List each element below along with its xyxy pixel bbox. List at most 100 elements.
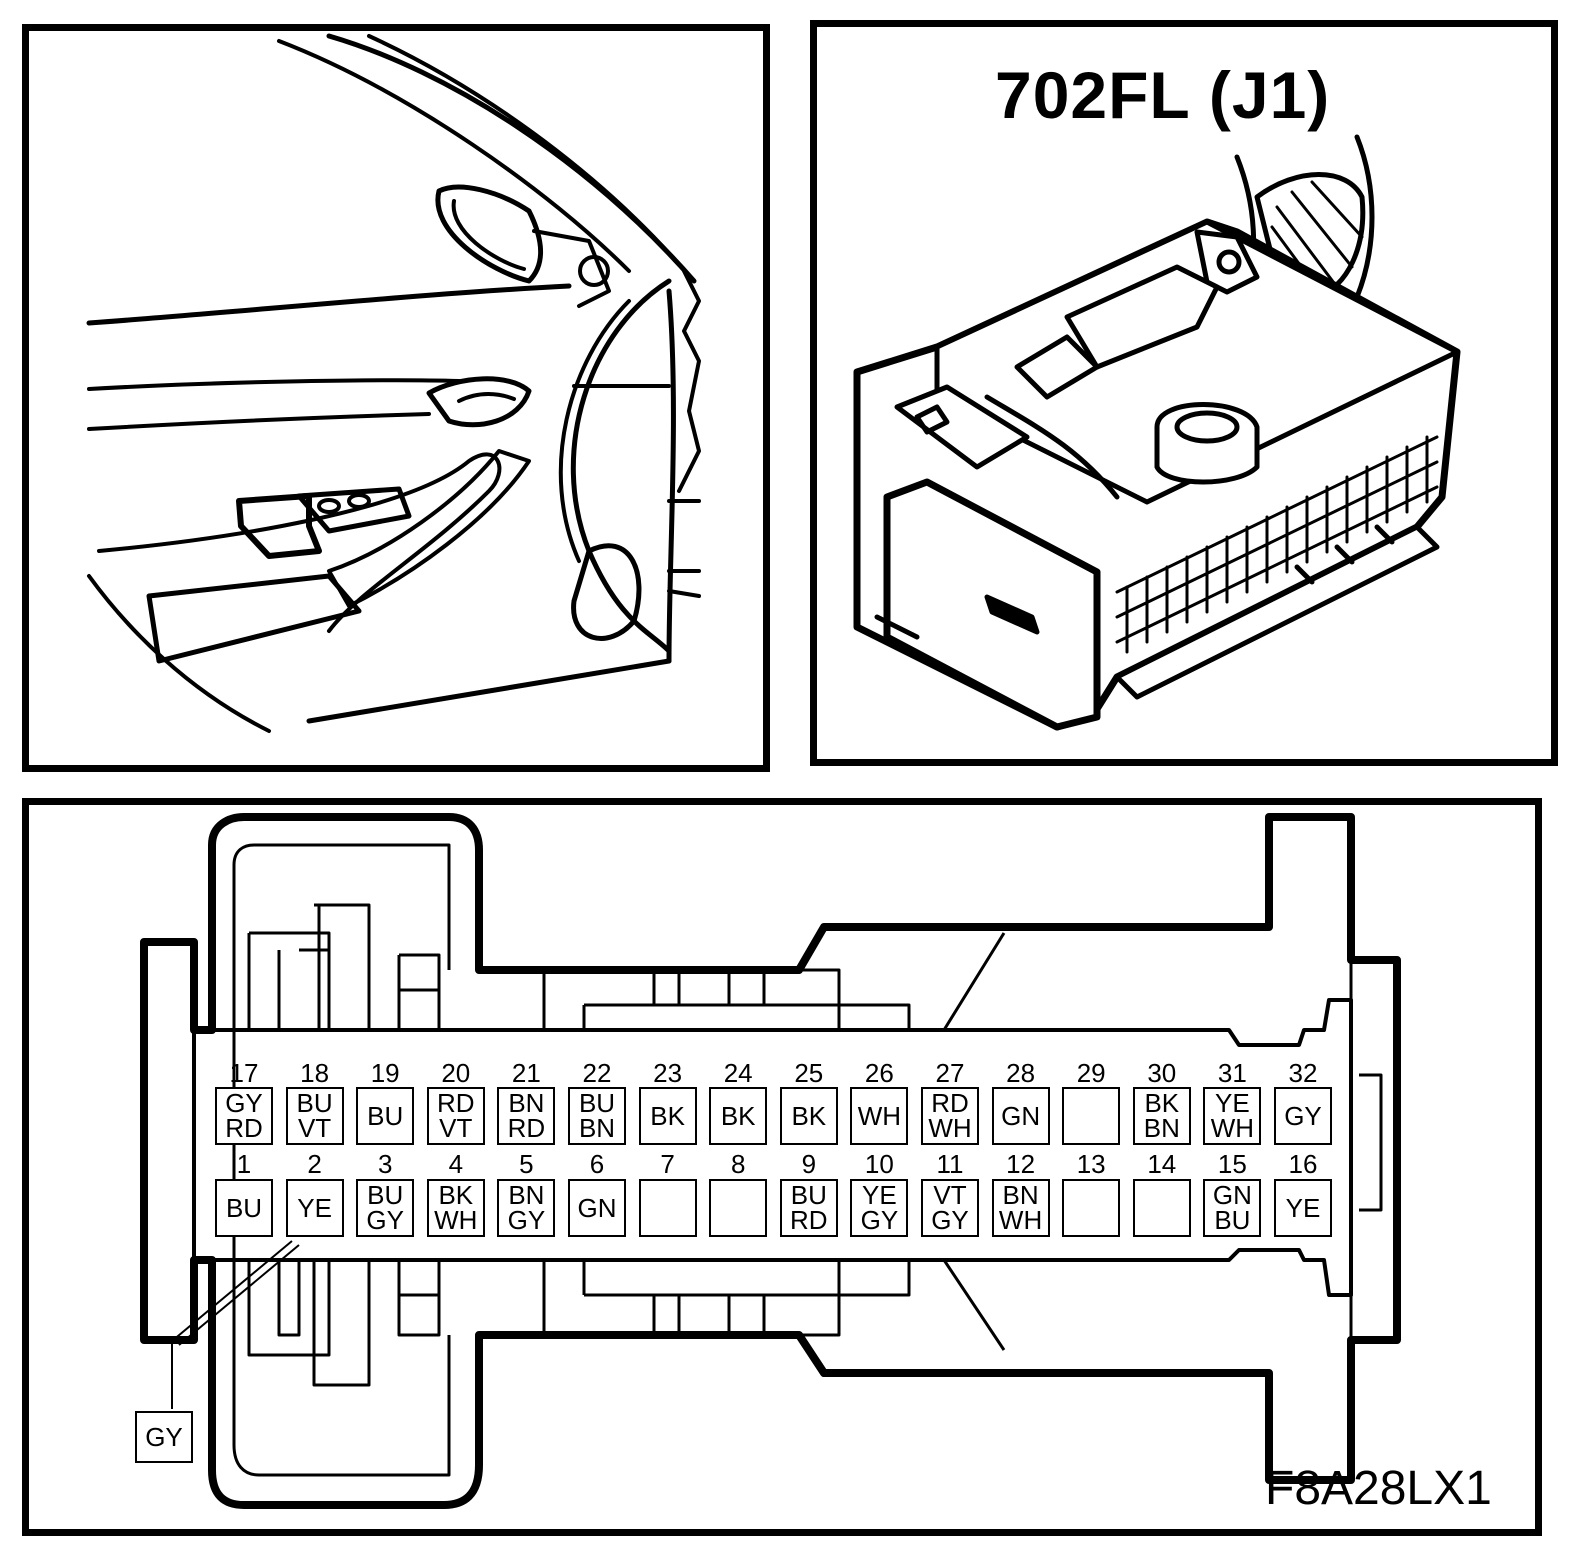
wire-color: WH [1210,1113,1255,1143]
pin-cavity-32: GY [1274,1087,1332,1145]
wire-color: RD [225,1113,263,1143]
wire-color: GN [1212,1180,1252,1210]
pin-cavity-29 [1062,1087,1121,1145]
wire-color: GN [577,1192,617,1223]
pin-number: 16 [1288,1149,1318,1179]
pin-number: 19 [370,1058,400,1088]
wire-color: YE [297,1192,332,1223]
pin-number: 11 [936,1149,964,1179]
connector-3d-illustration [853,134,1461,731]
pin-cavity-14 [1132,1179,1191,1237]
door-location-panel [22,24,770,772]
pin-number: 30 [1147,1058,1177,1088]
wire-color: BU [367,1180,404,1210]
wire-color: WH [998,1205,1043,1235]
pin-number: 21 [511,1058,541,1088]
wire-color: GY [860,1205,899,1235]
ground-wire-label: GY [135,1411,193,1463]
pin-number: 24 [723,1058,753,1088]
wire-color: BK [650,1100,685,1131]
wire-color: WH [857,1100,902,1131]
pin-cavity-1: BU [215,1179,273,1237]
pin-number: 23 [653,1058,683,1088]
wire-color: VT [297,1113,332,1143]
wire-color: GY [507,1205,546,1235]
wire-color: BU [790,1180,827,1210]
wire-color: WH [928,1113,972,1143]
wire-color: BN [508,1180,545,1210]
wire-color: BN [1143,1113,1180,1143]
wire-color: BN [578,1113,616,1143]
wire-color: GN [1001,1100,1041,1131]
wire-color: BK [720,1100,756,1131]
pin-number: 31 [1217,1058,1247,1088]
pin-cavity-26: WH [850,1087,909,1145]
wire-color: YE [1215,1088,1250,1118]
pin-number: 6 [589,1149,605,1179]
pin-number: 26 [864,1058,894,1088]
pin-cavity-13 [1062,1179,1121,1237]
wire-color: BN [1002,1180,1039,1210]
pin-number: 10 [864,1149,894,1179]
pin-number: 7 [660,1149,675,1179]
wire-color: BU [1214,1205,1251,1235]
pin-number: 25 [794,1058,824,1088]
wire-color: WH [434,1205,478,1235]
wire-color: RD [507,1113,546,1143]
pin-number: 4 [448,1149,464,1179]
pin-number: 5 [519,1149,534,1179]
pin-number: 2 [307,1149,322,1179]
pin-number: 17 [229,1058,259,1088]
pin-cavity-19: BU [356,1087,415,1145]
wire-color: RD [437,1088,475,1118]
wire-color: BK [791,1100,827,1131]
pin-cavity-6: GN [568,1179,626,1237]
pin-number: 9 [801,1149,817,1179]
pin-number: 15 [1217,1149,1247,1179]
wire-color: BN [508,1088,545,1118]
connector-title: 702FL (J1) [995,58,1331,132]
connector-face-outline [140,813,1401,1509]
pin-number: 32 [1288,1058,1318,1088]
pin-number: 3 [377,1149,393,1179]
wire-color: VT [933,1180,967,1210]
pin-number: 22 [582,1058,612,1088]
pin-number: 14 [1147,1149,1177,1179]
pin-cavity-2: YE [285,1179,344,1237]
wire-color: BK [1144,1088,1180,1118]
wire-color: BU [225,1192,263,1223]
wire-color: GY [931,1205,969,1235]
door-trim-illustration [86,33,701,733]
pin-cavity-28: GN [991,1087,1050,1145]
pin-number: 1 [236,1149,252,1179]
pin-number: 13 [1076,1149,1106,1179]
wire-color: YE [1285,1192,1321,1223]
wire-color: GY [225,1088,263,1118]
wire-color: YE [862,1180,897,1210]
connector-illustration-panel: 702FL (J1) [810,20,1558,766]
wire-color: BU [367,1100,404,1131]
pin-cavity-7 [638,1179,697,1237]
pin-cavity-16: YE [1274,1179,1332,1237]
pin-number: 28 [1006,1058,1036,1088]
figure-code: F8A28LX1 [1265,1462,1492,1515]
wire-color: GY [366,1205,404,1235]
pin-number: 12 [1006,1149,1036,1179]
pin-cavity-23: BK [638,1087,697,1145]
pin-number: 29 [1076,1058,1106,1088]
pin-cavity-25: BK [779,1087,838,1145]
